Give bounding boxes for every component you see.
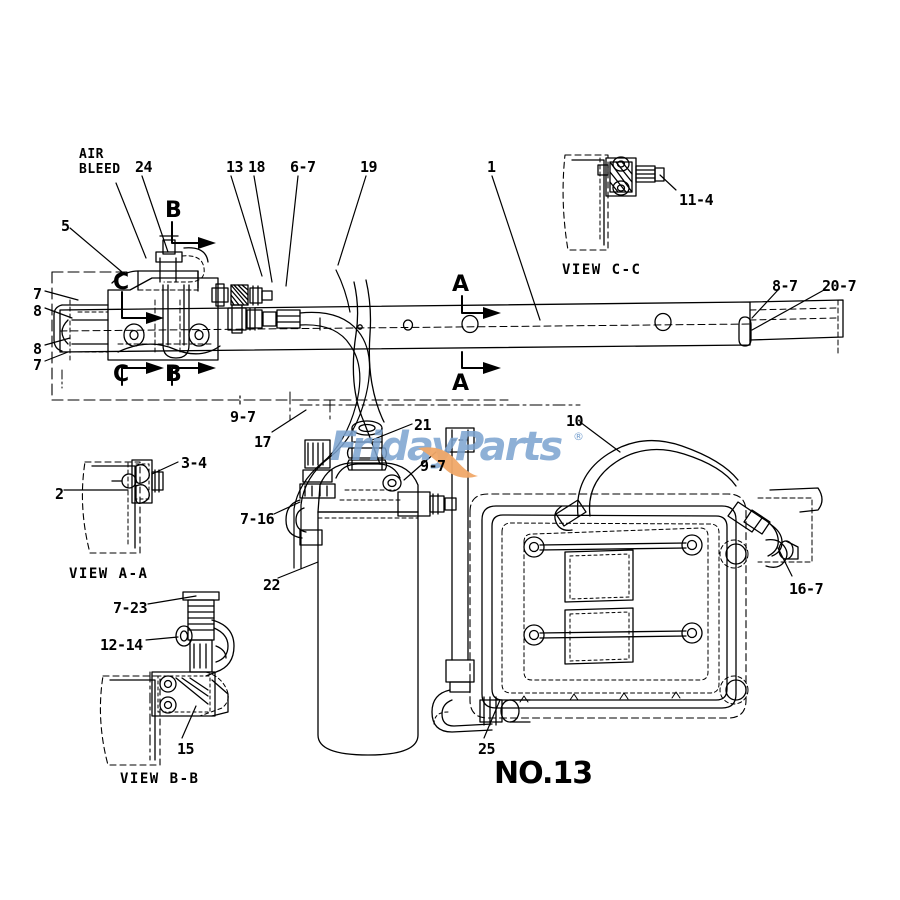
callout-7: 7 bbox=[33, 356, 42, 374]
callout-7-16: 7-16 bbox=[240, 510, 275, 528]
callout-8: 8 bbox=[33, 340, 42, 358]
view-cc-label: VIEW C-C bbox=[562, 262, 642, 278]
section-mark-sA-bottom: A bbox=[452, 371, 470, 396]
callout-5: 5 bbox=[61, 217, 70, 235]
view-bb-label: VIEW B-B bbox=[120, 771, 200, 787]
callout-25: 25 bbox=[478, 740, 496, 758]
callout-3-4: 3-4 bbox=[181, 454, 207, 472]
section-extent-box bbox=[51, 271, 509, 401]
callout-22: 22 bbox=[263, 576, 281, 594]
leader-lines bbox=[44, 174, 825, 739]
callout-9-7: 9-7 bbox=[420, 457, 446, 475]
callout-13: 13 bbox=[226, 158, 244, 176]
callout-9-7: 9-7 bbox=[230, 408, 256, 426]
view-cc-inset bbox=[562, 154, 665, 251]
callout-11-4: 11-4 bbox=[679, 191, 714, 209]
callout-7: 7 bbox=[33, 285, 42, 303]
filter-assembly bbox=[285, 420, 457, 756]
callout-2: 2 bbox=[55, 485, 64, 503]
callout-20-7: 20-7 bbox=[822, 277, 857, 295]
section-mark-sC-top: C bbox=[113, 270, 130, 295]
callout-17: 17 bbox=[254, 433, 272, 451]
callout-8: 8 bbox=[33, 302, 42, 320]
view-bb-inset bbox=[99, 591, 235, 766]
section-mark-sB-top: B bbox=[165, 198, 182, 223]
section-mark-sC-bottom: C bbox=[113, 362, 130, 387]
callout-10: 10 bbox=[566, 412, 584, 430]
section-mark-sA-top: A bbox=[452, 272, 470, 297]
air-bleed-note: AIR BLEED bbox=[79, 147, 121, 177]
view-aa-inset bbox=[81, 459, 164, 554]
diagram-title: NO.13 bbox=[494, 756, 593, 791]
callout-19: 19 bbox=[360, 158, 378, 176]
center-lines bbox=[289, 391, 581, 421]
section-mark-sB-bottom: B bbox=[165, 362, 182, 387]
callout-21: 21 bbox=[414, 416, 432, 434]
callout-15: 15 bbox=[177, 740, 195, 758]
view-aa-label: VIEW A-A bbox=[69, 566, 149, 582]
callout-24: 24 bbox=[135, 158, 153, 176]
callout-16-7: 16-7 bbox=[789, 580, 824, 598]
valve-fittings bbox=[211, 283, 301, 334]
section-arrowheads bbox=[146, 237, 501, 374]
callout-1: 1 bbox=[487, 158, 496, 176]
callout-7-23: 7-23 bbox=[113, 599, 148, 617]
callout-8-7: 8-7 bbox=[772, 277, 798, 295]
callout-18: 18 bbox=[248, 158, 266, 176]
callout-12-14: 12-14 bbox=[100, 636, 143, 654]
hose-19-upper bbox=[335, 269, 351, 313]
elbow-25 bbox=[431, 689, 531, 733]
frame-rail bbox=[59, 299, 844, 357]
valve-block-assembly bbox=[53, 235, 221, 389]
oil-cooler bbox=[469, 493, 749, 719]
hose-10 bbox=[554, 440, 823, 568]
section-arrows bbox=[121, 221, 486, 386]
callout-6-7: 6-7 bbox=[290, 158, 316, 176]
